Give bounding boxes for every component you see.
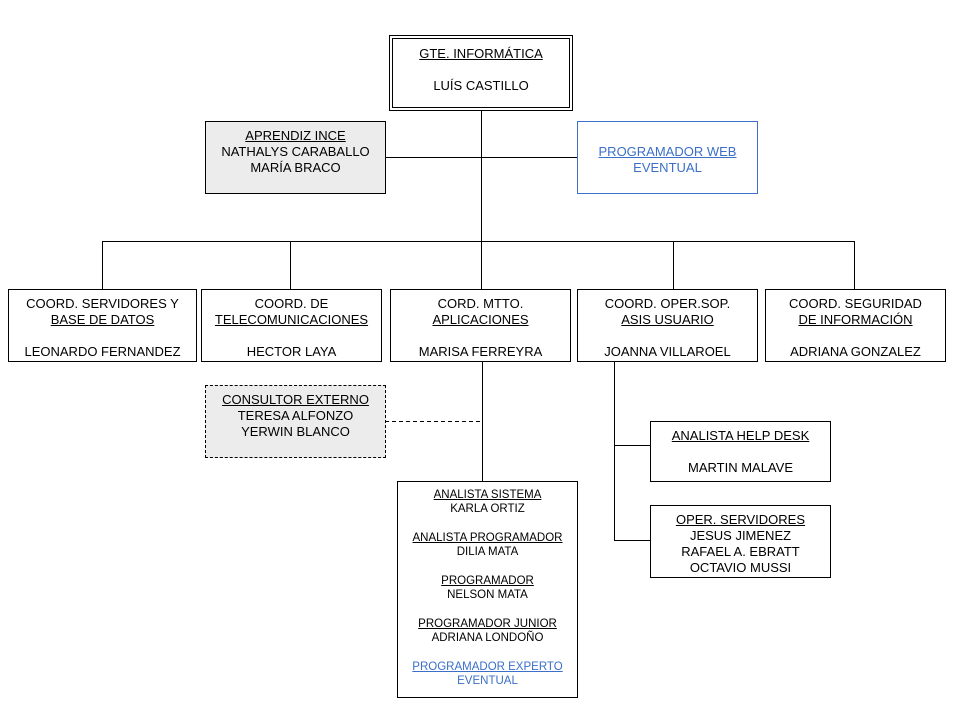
coord-title: CORD. MTTO. (437, 296, 524, 311)
coord-name: MARISA FERREYRA (418, 344, 543, 359)
aprendiz-title: APRENDIZ INCE (245, 128, 346, 143)
coord-subtitle: TELECOMUNICACIONES (214, 312, 369, 327)
coord-name: LEONARDO FERNANDEZ (24, 344, 181, 359)
coord-title: COORD. SERVIDORES Y (26, 296, 179, 311)
coord-subtitle: ASIS USUARIO (621, 312, 714, 327)
helpdesk-title: ANALISTA HELP DESK (671, 428, 810, 443)
oper-servidores-name: JESUS JIMENEZ (689, 528, 792, 543)
team-role: ANALISTA SISTEMA (433, 489, 542, 501)
helpdesk-name: MARTIN MALAVE (688, 460, 793, 475)
helpdesk-box: ANALISTA HELP DESK MARTIN MALAVE (650, 421, 831, 482)
team-role: ANALISTA PROGRAMADOR (412, 532, 563, 544)
coord-subtitle: APLICACIONES (432, 312, 529, 327)
coord-name: HECTOR LAYA (246, 344, 337, 359)
coord-title: COORD. DE (254, 296, 329, 311)
oper-servidores-title: OPER. SERVIDORES (675, 512, 806, 527)
oper-servidores-name: OCTAVIO MUSSI (689, 560, 792, 575)
gte-informatica-box: GTE. INFORMÁTICA LUÍS CASTILLO (389, 35, 573, 111)
coord-title: COORD. SEGURIDAD (789, 296, 922, 311)
consultor-title: CONSULTOR EXTERNO (222, 392, 369, 407)
aprendiz-name: NATHALYS CARABALLO (221, 144, 370, 159)
coord-name: JOANNA VILLAROEL (604, 344, 731, 359)
coord-subtitle: BASE DE DATOS (50, 312, 155, 327)
team-member-eventual: EVENTUAL (457, 675, 518, 687)
team-member: DILIA MATA (456, 546, 519, 558)
coord-title: COORD. OPER.SOP. (604, 296, 731, 311)
programador-web-note: EVENTUAL (633, 160, 702, 175)
coord-aplicaciones-box: CORD. MTTO. APLICACIONES MARISA FERREYRA (390, 289, 571, 362)
team-member: NELSON MATA (447, 589, 528, 601)
team-member: KARLA ORTIZ (450, 503, 525, 515)
team-member: ADRIANA LONDOÑO (431, 632, 544, 644)
gte-title: GTE. INFORMÁTICA (419, 46, 543, 61)
team-role: PROGRAMADOR JUNIOR (418, 618, 557, 630)
aprendiz-name: MARÍA BRACO (250, 160, 341, 175)
coord-subtitle: DE INFORMACIÓN (798, 312, 913, 327)
team-role-eventual: PROGRAMADOR EXPERTO (412, 661, 563, 673)
aplicaciones-team-box: ANALISTA SISTEMA KARLA ORTIZ ANALISTA PR… (397, 481, 578, 698)
programador-web-box: PROGRAMADOR WEB EVENTUAL (577, 121, 758, 194)
oper-servidores-box: OPER. SERVIDORES JESUS JIMENEZ RAFAEL A.… (650, 505, 831, 578)
team-role: PROGRAMADOR (441, 575, 534, 587)
coord-servidores-box: COORD. SERVIDORES Y BASE DE DATOS LEONAR… (8, 289, 197, 362)
coord-name: ADRIANA GONZALEZ (790, 344, 921, 359)
oper-servidores-name: RAFAEL A. EBRATT (681, 544, 800, 559)
consultor-externo-box: CONSULTOR EXTERNO TERESA ALFONZO YERWIN … (205, 385, 386, 458)
coord-soporte-box: COORD. OPER.SOP. ASIS USUARIO JOANNA VIL… (577, 289, 758, 362)
coord-telecom-box: COORD. DE TELECOMUNICACIONES HECTOR LAYA (201, 289, 382, 362)
coord-seguridad-box: COORD. SEGURIDAD DE INFORMACIÓN ADRIANA … (765, 289, 946, 362)
aprendiz-ince-box: APRENDIZ INCE NATHALYS CARABALLO MARÍA B… (205, 121, 386, 194)
consultor-name: YERWIN BLANCO (241, 424, 350, 439)
consultor-name: TERESA ALFONZO (237, 408, 354, 423)
gte-name: LUÍS CASTILLO (433, 78, 529, 93)
programador-web-title: PROGRAMADOR WEB (598, 144, 737, 159)
